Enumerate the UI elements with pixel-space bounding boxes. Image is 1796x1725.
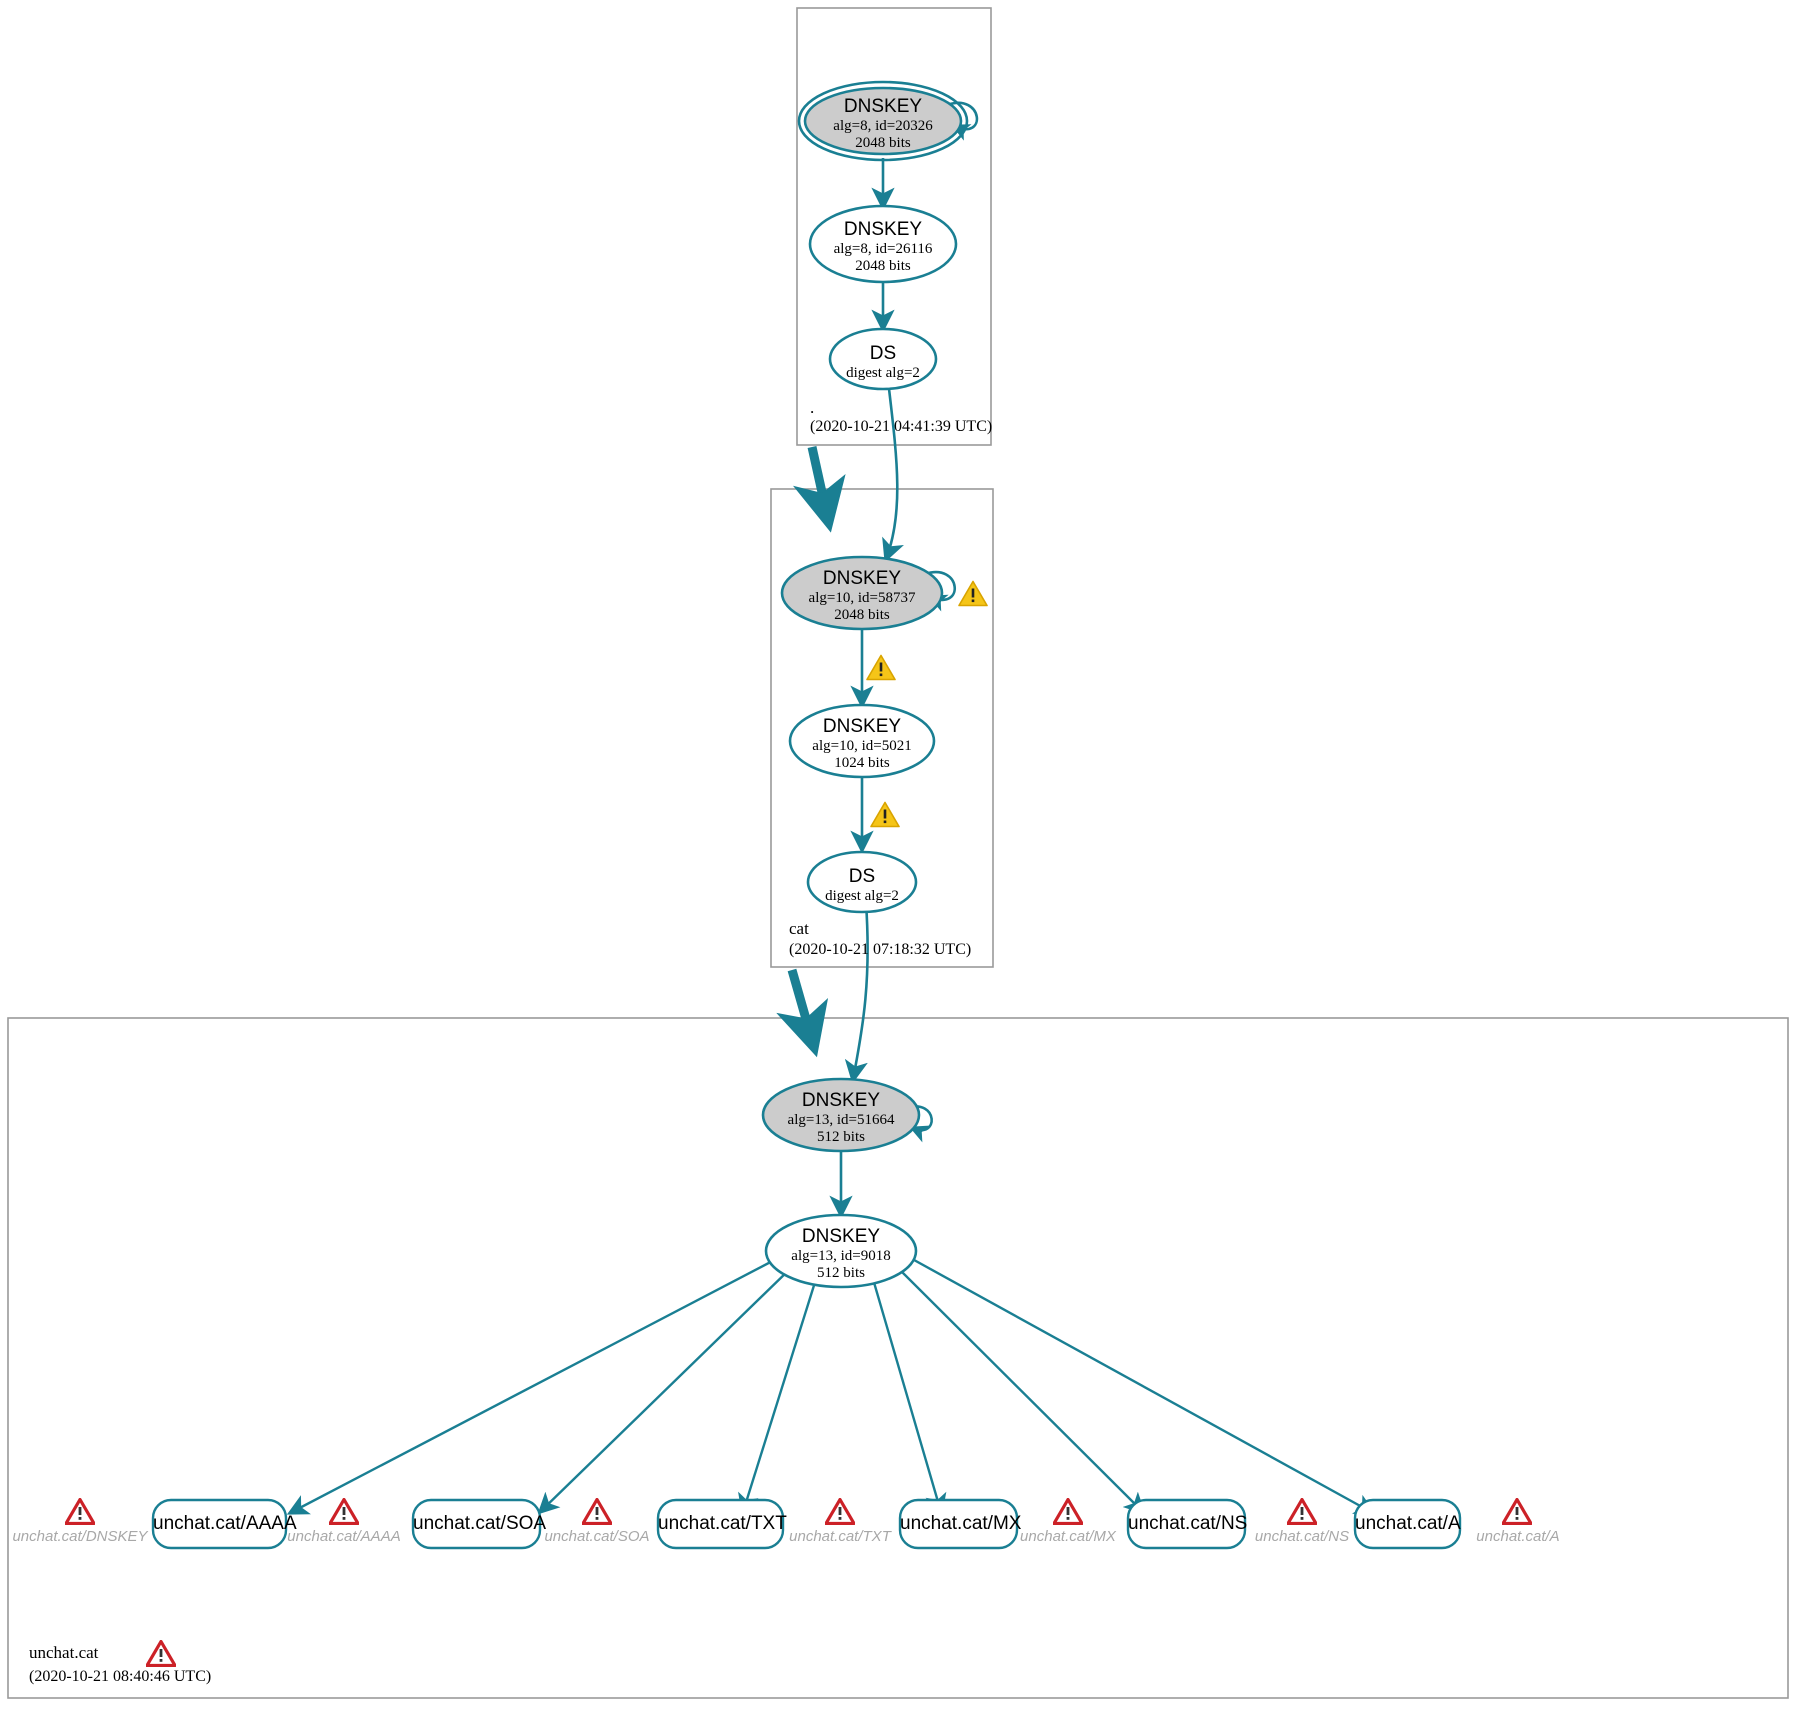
node-rr-txt[interactable] [656,1498,785,1550]
zone-label-cat-name: cat [789,919,809,938]
node-root-ksk-outer-ring [797,80,969,162]
trust-arrow-root-to-cat [792,446,846,533]
error-triangle-icon [145,1639,177,1668]
error-icon-aaaa[interactable] [328,1497,360,1530]
node-rr-ns[interactable] [1126,1498,1247,1550]
node-rr-mx[interactable] [898,1498,1019,1550]
error-triangle-icon [581,1497,613,1526]
error-triangle-icon [1501,1497,1533,1526]
error-icon-dnskey[interactable] [64,1497,96,1530]
node-unchat-zsk[interactable] [764,1213,918,1289]
edge-zsk-to-rr-a [904,1253,1377,1515]
edge-zsk-to-rr-mx [871,1278,947,1516]
node-unchat-ksk[interactable] [761,1077,921,1153]
zone-label-root-name: . [810,398,815,417]
edge-root-ds-to-cat-ksk [882,379,904,563]
node-root-zsk[interactable] [808,204,958,284]
zone-box-cat [770,488,994,968]
node-root-ksk[interactable] [803,86,963,156]
edge-zsk-to-rr-aaaa [286,1253,785,1515]
error-triangle-icon [64,1497,96,1526]
error-icon-ns[interactable] [1286,1497,1318,1530]
trust-arrow-cat-to-unchat [776,968,829,1058]
zone-box-unchat-cat [7,1017,1789,1699]
node-rr-a[interactable] [1353,1498,1462,1550]
node-rr-aaaa[interactable] [151,1498,288,1550]
edge-cat-ds-to-unchat-ksk [844,902,869,1084]
warning-triangle-icon [870,801,900,828]
node-root-ds[interactable] [828,327,938,391]
warning-triangle-icon [958,580,988,607]
edge-zsk-to-rr-soa [537,1267,792,1515]
zone-label-unchat-name: unchat.cat [29,1643,99,1662]
error-icon-mx[interactable] [1052,1497,1084,1530]
node-rr-soa[interactable] [411,1498,542,1550]
warning-triangle-icon [866,654,896,681]
warning-icon-cat-zsk-to-ds[interactable] [870,801,900,833]
error-icon-soa[interactable] [581,1497,613,1530]
node-cat-zsk[interactable] [788,703,936,779]
warning-icon-cat-ksk-to-zsk[interactable] [866,654,896,686]
error-triangle-icon [824,1497,856,1526]
error-icon-a[interactable] [1501,1497,1533,1530]
edge-zsk-to-rr-ns [897,1267,1146,1515]
zone-label-root-time: (2020-10-21 04:41:39 UTC) [810,418,993,435]
error-icon-txt[interactable] [824,1497,856,1530]
node-cat-ds[interactable] [806,850,918,914]
node-cat-ksk[interactable] [780,555,944,631]
zone-label-cat-time: (2020-10-21 07:18:32 UTC) [789,941,972,958]
error-triangle-icon [328,1497,360,1526]
error-triangle-icon [1286,1497,1318,1526]
zone-label-unchat-time: (2020-10-21 08:40:46 UTC) [29,1668,212,1685]
error-triangle-icon [1052,1497,1084,1526]
zone-status-icon-unchat[interactable] [145,1639,177,1672]
edge-zsk-to-rr-txt [738,1278,818,1516]
warning-icon-cat-ksk-self[interactable] [958,580,988,612]
